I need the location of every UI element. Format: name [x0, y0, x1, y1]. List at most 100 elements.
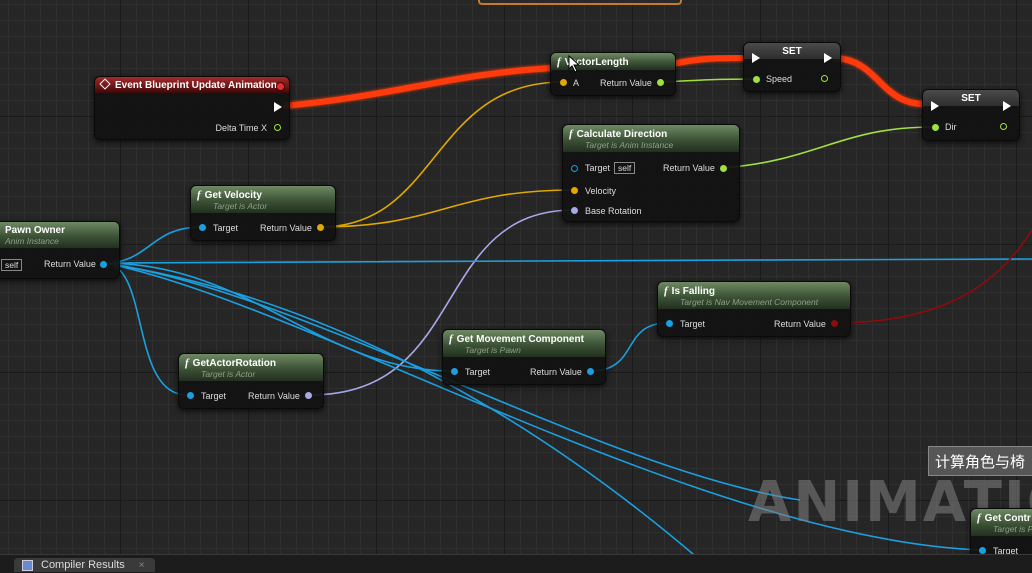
- is-falling-title: Is Falling: [671, 286, 716, 297]
- set-dir-exec-in-pin[interactable]: [931, 101, 939, 111]
- rotator-wire-rotation-to-baserotation[interactable]: [309, 209, 575, 396]
- pawn-owner-return-pin[interactable]: [100, 261, 107, 268]
- pawn-owner-return-label: Return Value: [44, 259, 96, 269]
- get-movement-return-pin[interactable]: [587, 368, 594, 375]
- is-falling-return-label: Return Value: [774, 319, 826, 329]
- get-movement-target-label: Target: [465, 367, 491, 377]
- bottom-panel-bar: [0, 554, 1032, 573]
- is-falling-target-label: Target: [680, 319, 706, 329]
- set-dir-exec-out-pin[interactable]: [1003, 101, 1011, 111]
- calc-dir-target-pin[interactable]: [571, 165, 578, 172]
- calc-dir-return-label: Return Value: [663, 163, 715, 173]
- get-actor-rotation-subtitle: Target is Actor: [201, 369, 256, 379]
- calculate-direction-title: Calculate Direction: [576, 129, 668, 140]
- get-velocity-title: Get Velocity: [204, 190, 262, 201]
- object-wire-pawn-to-down-1[interactable]: [103, 262, 701, 561]
- get-actor-rotation-target-pin[interactable]: [187, 392, 194, 399]
- mouse-cursor-icon: [568, 55, 581, 73]
- exec-out-pin[interactable]: [274, 102, 282, 112]
- get-actor-rotation-return-pin[interactable]: [305, 392, 312, 399]
- function-icon: f: [557, 56, 561, 68]
- bool-wire-isfalling-out[interactable]: [833, 229, 1032, 324]
- calculate-direction-subtitle: Target is Anim Instance: [585, 140, 674, 150]
- vector-length-return-pin[interactable]: [657, 79, 664, 86]
- set-speed-node[interactable]: SET Speed: [743, 42, 841, 92]
- set-dir-node[interactable]: SET Dir: [922, 89, 1020, 141]
- pawn-owner-subtitle: Anim Instance: [5, 236, 59, 246]
- tab-close-icon[interactable]: ×: [138, 559, 145, 571]
- set-speed-exec-in-pin[interactable]: [752, 53, 760, 63]
- pawn-owner-title: Pawn Owner: [5, 225, 66, 236]
- get-controller-target-pin[interactable]: [979, 547, 986, 554]
- event-node-title: Event Blueprint Update Animation: [115, 80, 277, 91]
- pawn-owner-header[interactable]: Pawn Owner Anim Instance: [0, 222, 119, 248]
- set-dir-in-label: Dir: [945, 122, 957, 132]
- is-falling-subtitle: Target is Nav Movement Component: [680, 297, 819, 307]
- exec-wire-set-speed-to-set-dir[interactable]: [834, 55, 929, 108]
- exec-wire-vectorlength-to-set-speed[interactable]: [671, 55, 746, 67]
- object-wire-pawn-to-getcontroller[interactable]: [103, 262, 983, 551]
- vector-length-a-pin[interactable]: [560, 79, 567, 86]
- is-falling-return-pin[interactable]: [831, 320, 838, 327]
- get-velocity-target-pin[interactable]: [199, 224, 206, 231]
- set-speed-header[interactable]: SET: [744, 43, 840, 59]
- event-red-dot-icon: [276, 82, 285, 91]
- get-controller-subtitle: Target is P: [993, 524, 1032, 534]
- calc-dir-velocity-pin[interactable]: [571, 187, 578, 194]
- event-diamond-icon: [99, 78, 111, 90]
- event-node-header[interactable]: Event Blueprint Update Animation: [95, 77, 289, 93]
- object-wire-pawn-to-right[interactable]: [103, 258, 1032, 264]
- get-velocity-return-pin[interactable]: [317, 224, 324, 231]
- float-wire-direction-to-dir[interactable]: [722, 126, 935, 169]
- get-velocity-target-label: Target: [213, 223, 239, 233]
- calc-dir-rotation-label: Base Rotation: [585, 206, 642, 216]
- set-speed-in-pin[interactable]: [753, 76, 760, 83]
- set-speed-out-pin[interactable]: [821, 75, 828, 82]
- set-dir-in-pin[interactable]: [932, 124, 939, 131]
- function-icon: f: [185, 357, 189, 369]
- object-wire-pawn-to-getactorrotation[interactable]: [103, 262, 188, 396]
- set-dir-header[interactable]: SET: [923, 90, 1019, 106]
- pawn-owner-node[interactable]: Pawn Owner Anim Instance self Return Val…: [0, 221, 120, 279]
- calc-dir-rotation-pin[interactable]: [571, 207, 578, 214]
- vector-length-return-label: Return Value: [600, 78, 652, 88]
- event-update-animation-node[interactable]: Event Blueprint Update Animation Delta T…: [94, 76, 290, 140]
- set-speed-exec-out-pin[interactable]: [824, 53, 832, 63]
- comment-box-edge[interactable]: [478, 0, 682, 5]
- vector-wire-velocity-to-vectorlength[interactable]: [319, 81, 564, 228]
- vector-wire-velocity-to-calcdir[interactable]: [319, 189, 575, 228]
- compiler-results-icon: [22, 559, 33, 571]
- set-dir-out-pin[interactable]: [1000, 123, 1007, 130]
- get-movement-target-pin[interactable]: [451, 368, 458, 375]
- calc-dir-return-pin[interactable]: [720, 165, 727, 172]
- get-movement-return-label: Return Value: [530, 367, 582, 377]
- object-wire-pawn-to-getmovement[interactable]: [103, 262, 454, 372]
- is-falling-target-pin[interactable]: [666, 320, 673, 327]
- pawn-owner-self-box[interactable]: self: [1, 259, 23, 271]
- exec-wire-event-to-vectorlength[interactable]: [283, 65, 553, 109]
- calc-dir-self-box[interactable]: self: [614, 162, 636, 174]
- set-dir-title: SET: [961, 93, 981, 104]
- delta-time-pin[interactable]: [274, 124, 281, 131]
- function-icon: f: [449, 333, 453, 345]
- vector-length-a-label: A: [573, 78, 580, 88]
- compiler-results-tab[interactable]: Compiler Results ×: [14, 558, 155, 572]
- subtitle-tooltip: 计算角色与椅: [928, 446, 1032, 476]
- set-speed-title: SET: [782, 46, 802, 57]
